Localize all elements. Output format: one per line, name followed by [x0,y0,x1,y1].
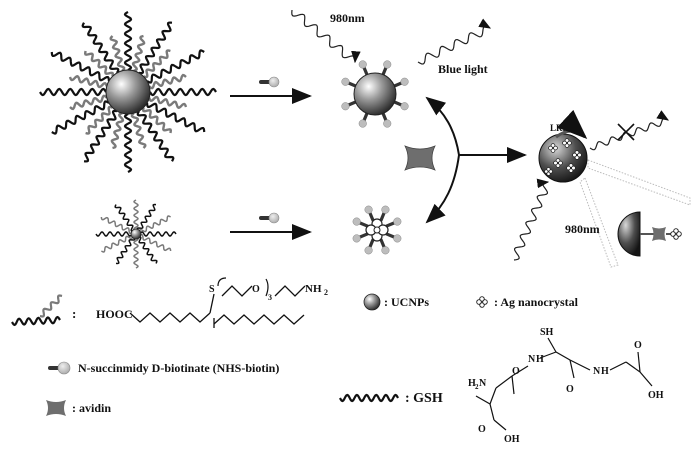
svg-text:O: O [634,340,642,351]
gsh-structure: SH N H O N H O OH O H 2 N O OH [468,327,664,445]
binding-curve [425,96,527,224]
gsh-label: : GSH [405,391,443,406]
ag-label: : Ag nanocrystal [494,295,579,309]
small-ligand-chains [95,199,177,269]
svg-text:O: O [478,424,486,435]
svg-text:O: O [252,284,260,295]
svg-text:S: S [209,284,215,295]
avidin-icon [404,145,436,171]
biotinylated-ag-nanocrystal [352,205,402,255]
legend-ucnps: : UCNPs [363,293,429,311]
ucnp-sphere [105,69,151,115]
reaction-arrow-top [230,76,312,104]
svg-text:OH: OH [504,434,520,445]
label-blue-light: Blue light [438,62,488,76]
svg-text:SH: SH [540,327,554,338]
biotin-spikes [341,60,409,128]
half-sphere-complex [617,211,682,257]
scatter-rays [579,159,691,268]
legend-avidin: : avidin [46,400,111,416]
hooc-label: HOOC [96,307,133,321]
biotin-spikes [352,205,402,255]
reaction-arrow-bottom [230,212,312,240]
large-ucnp-with-ligands [39,11,217,173]
excitation-980nm-top: 980nm [291,9,365,64]
svg-text:NH: NH [305,283,322,295]
emission-blue-light: Blue light [417,18,492,76]
svg-text:O: O [512,366,520,377]
svg-text:H: H [601,366,609,377]
label-980nm-right: 980nm [565,222,600,236]
ucnps-label: : UCNPs [384,295,429,309]
ucnp-sphere [538,133,588,183]
nhs-biotin-icon [259,212,280,224]
svg-text:N: N [593,366,601,377]
svg-text:N: N [479,378,487,389]
legend-ligand: : HOOC S O 3 NH 2 [11,277,328,328]
legend-nhs-biotin: N-succinmidy D-biotinate (NHS-biotin) [48,361,279,375]
biotinylated-ucnp [341,60,409,128]
svg-text:3: 3 [268,293,272,302]
svg-text:2: 2 [324,288,328,297]
excitation-980nm-bottom: 980nm [513,178,600,261]
svg-text:O: O [566,384,574,395]
ucnp-ag-complex: LRET [538,109,588,183]
nhs-biotin-label: N-succinmidy D-biotinate (NHS-biotin) [78,361,279,375]
blocked-emission [589,110,670,151]
ligand-chains [39,11,217,173]
nhs-biotin-icon [259,76,280,88]
avidin-label: : avidin [72,401,111,415]
legend-ag: : Ag nanocrystal [476,295,579,309]
svg-text:2: 2 [475,383,479,391]
svg-text:H: H [536,354,544,365]
svg-text:OH: OH [648,390,664,401]
svg-text::: : [72,306,76,321]
legend-gsh: : GSH [339,391,443,406]
small-core [130,228,142,240]
label-980nm-top: 980nm [330,11,365,25]
svg-text:N: N [528,354,536,365]
svg-text:H: H [468,378,476,389]
ucnp-sphere [353,72,397,116]
small-ucnp-with-ligands [95,199,177,269]
